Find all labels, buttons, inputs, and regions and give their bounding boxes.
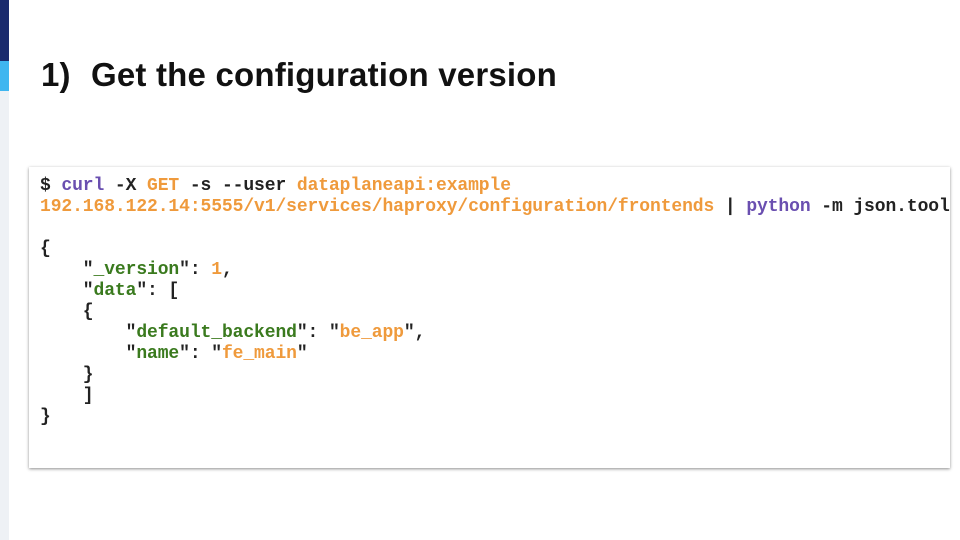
code-line: 192.168.122.14:5555/v1/services/haproxy/… — [40, 197, 950, 218]
code-token: dataplaneapi:example — [296, 176, 511, 196]
code-token: GET — [147, 176, 180, 196]
code-line: ] — [40, 386, 950, 407]
code-line: "_version": 1, — [40, 260, 950, 281]
code-token: " — [296, 344, 308, 364]
code-line: } — [40, 407, 950, 428]
code-token: 1 — [211, 260, 222, 280]
code-token: ": " — [179, 344, 222, 364]
code-token: python — [746, 197, 811, 217]
code-token: -X — [104, 176, 148, 196]
code-token: -s --user — [179, 176, 297, 196]
code-line: { — [40, 239, 950, 260]
accent-bar-blue — [0, 61, 9, 91]
code-token: " — [40, 281, 94, 301]
code-token: ", — [403, 323, 426, 343]
code-content: $ curl -X GET -s --user dataplaneapi:exa… — [40, 176, 950, 428]
accent-bar-navy — [0, 0, 9, 61]
title-number: 1) — [41, 56, 71, 93]
side-strip — [0, 91, 9, 540]
code-token: fe_main — [221, 344, 297, 364]
code-token: _version — [93, 260, 180, 280]
code-token: $ — [40, 176, 62, 196]
code-line: "data": [ — [40, 281, 950, 302]
code-token: } — [40, 365, 94, 385]
code-token: " — [40, 323, 137, 343]
code-line: "name": "fe_main" — [40, 344, 950, 365]
code-token: data — [93, 281, 137, 301]
code-line: $ curl -X GET -s --user dataplaneapi:exa… — [40, 176, 950, 197]
code-block: $ curl -X GET -s --user dataplaneapi:exa… — [29, 167, 950, 468]
code-token: ": " — [296, 323, 340, 343]
code-line: { — [40, 302, 950, 323]
code-token: ": [ — [136, 281, 180, 301]
code-token: -m json.tool — [810, 197, 950, 217]
code-token: , — [221, 260, 233, 280]
code-token: ": — [179, 260, 212, 280]
slide-title: 1) Get the configuration version — [41, 56, 557, 94]
code-token: { — [40, 239, 51, 259]
code-token: " — [40, 344, 137, 364]
code-token: } — [40, 407, 51, 427]
title-text: Get the configuration version — [91, 56, 558, 93]
code-token: ] — [40, 386, 94, 406]
code-token: be_app — [339, 323, 404, 343]
code-token: default_backend — [136, 323, 297, 343]
code-token: curl — [61, 176, 105, 196]
code-line — [40, 218, 950, 239]
code-token: " — [40, 260, 94, 280]
code-token: { — [40, 302, 94, 322]
code-token: | — [714, 197, 747, 217]
code-line: "default_backend": "be_app", — [40, 323, 950, 344]
code-token: 192.168.122.14:5555/v1/services/haproxy/… — [40, 197, 715, 217]
code-line: } — [40, 365, 950, 386]
code-token: name — [136, 344, 180, 364]
